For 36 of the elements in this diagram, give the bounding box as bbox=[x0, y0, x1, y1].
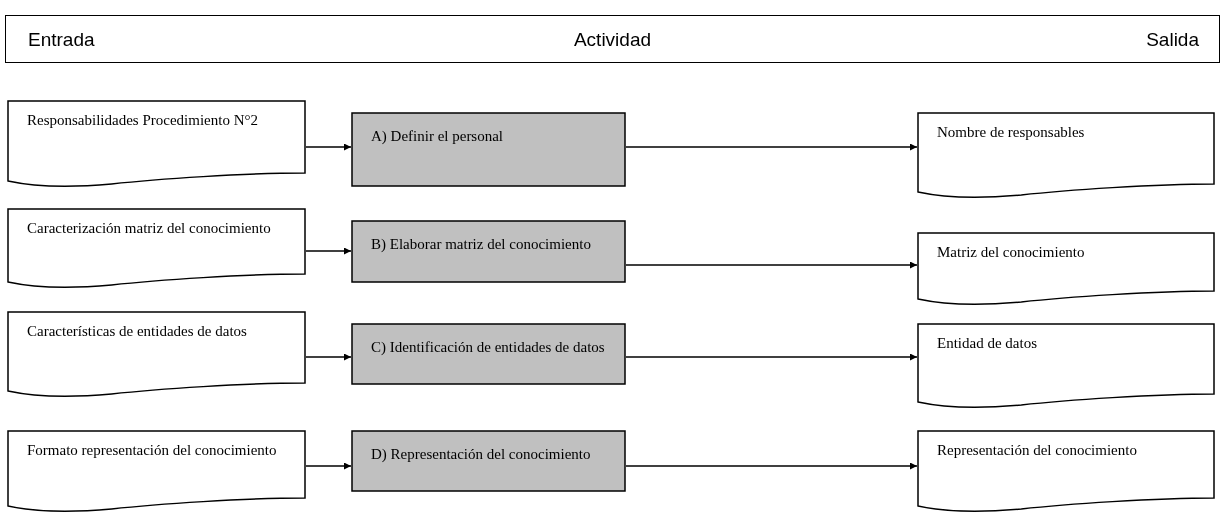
arrow bbox=[305, 143, 352, 151]
column-heading: Actividad bbox=[573, 29, 652, 51]
document-text: Características de entidades de datos bbox=[26, 322, 248, 341]
arrow bbox=[625, 143, 918, 151]
document-shape bbox=[7, 430, 306, 512]
arrow bbox=[305, 462, 352, 470]
arrow bbox=[625, 353, 918, 361]
document-shape bbox=[7, 311, 306, 397]
arrow bbox=[625, 462, 918, 470]
document-shape bbox=[917, 323, 1215, 408]
document-shape bbox=[917, 232, 1215, 305]
document-text: Caracterización matriz del conocimiento bbox=[26, 219, 272, 238]
activity-text: B) Elaborar matriz del conocimiento bbox=[370, 235, 592, 254]
document-shape bbox=[917, 430, 1215, 512]
document-text: Entidad de datos bbox=[936, 334, 1038, 353]
process-box bbox=[351, 112, 626, 187]
document-shape bbox=[7, 208, 306, 288]
document-text: Matriz del conocimiento bbox=[936, 243, 1086, 262]
document-text: Formato representación del conocimiento bbox=[26, 441, 278, 460]
column-heading: Entrada bbox=[28, 29, 95, 51]
document-shape bbox=[917, 112, 1215, 198]
document-shape bbox=[7, 100, 306, 187]
activity-text: C) Identificación de entidades de datos bbox=[370, 338, 606, 357]
arrow bbox=[305, 353, 352, 361]
document-text: Responsabilidades Procedimiento N°2 bbox=[26, 111, 259, 130]
arrow bbox=[305, 247, 352, 255]
document-text: Representación del conocimiento bbox=[936, 441, 1138, 460]
header-box bbox=[5, 15, 1220, 63]
process-box bbox=[351, 323, 626, 385]
arrow bbox=[625, 261, 918, 269]
column-heading: Salida bbox=[1146, 29, 1199, 51]
process-box bbox=[351, 220, 626, 283]
activity-text: D) Representación del conocimiento bbox=[370, 445, 592, 464]
document-text: Nombre de responsables bbox=[936, 123, 1086, 142]
process-box bbox=[351, 430, 626, 492]
activity-text: A) Definir el personal bbox=[370, 127, 505, 146]
